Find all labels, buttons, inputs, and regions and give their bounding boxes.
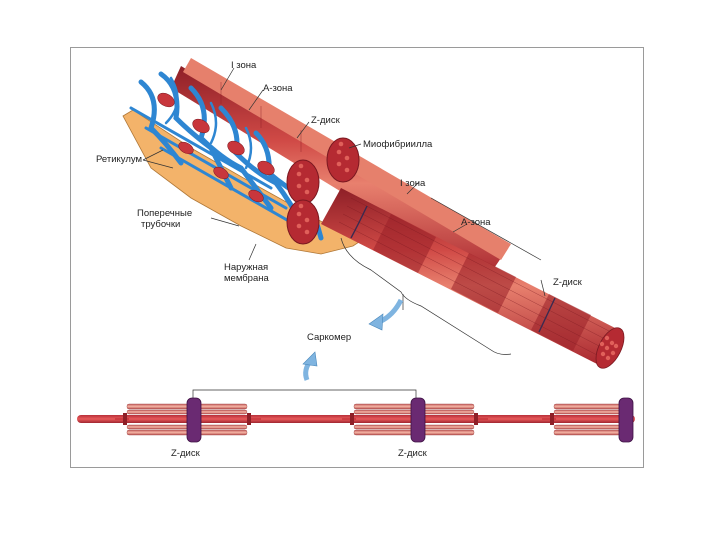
curved-arrow-down-icon — [368, 298, 404, 331]
label-membrane-2: мембрана — [224, 273, 269, 284]
myofibril-stubs — [157, 92, 275, 203]
z-discs — [186, 397, 634, 443]
label-t-tubules-2: трубочки — [141, 219, 180, 230]
myofibril-cross-sections — [286, 137, 360, 245]
curved-arrow-up-icon — [302, 351, 318, 381]
muscle-fiber-main — [321, 188, 625, 369]
label-z-disc-top: Z-диск — [311, 115, 341, 126]
label-z-disc-mid: Z-диск — [553, 277, 583, 288]
figure-frame: I зона А-зона Z-диск Миофибриилла Ретику… — [70, 47, 644, 468]
label-myofibril: Миофибриилла — [363, 139, 433, 150]
label-a-zone-mid: А-зона — [461, 217, 491, 228]
label-reticulum: Ретикулум — [96, 154, 142, 165]
sarcomere-strip — [77, 397, 635, 443]
label-sarcomere: Саркомер — [307, 332, 351, 343]
muscle-fiber-diagram: I зона А-зона Z-диск Миофибриилла Ретику… — [77, 58, 635, 459]
label-t-tubules-1: Поперечные — [137, 208, 192, 219]
label-membrane-1: Наружная — [224, 262, 268, 273]
label-i-zone-mid: I зона — [400, 178, 426, 189]
label-z-disc-bottom-left: Z-диск — [171, 448, 201, 459]
label-i-zone-top: I зона — [231, 60, 257, 71]
leader-lines — [142, 67, 546, 398]
label-z-disc-bottom-right: Z-диск — [398, 448, 428, 459]
label-a-zone-top: А-зона — [263, 83, 293, 94]
